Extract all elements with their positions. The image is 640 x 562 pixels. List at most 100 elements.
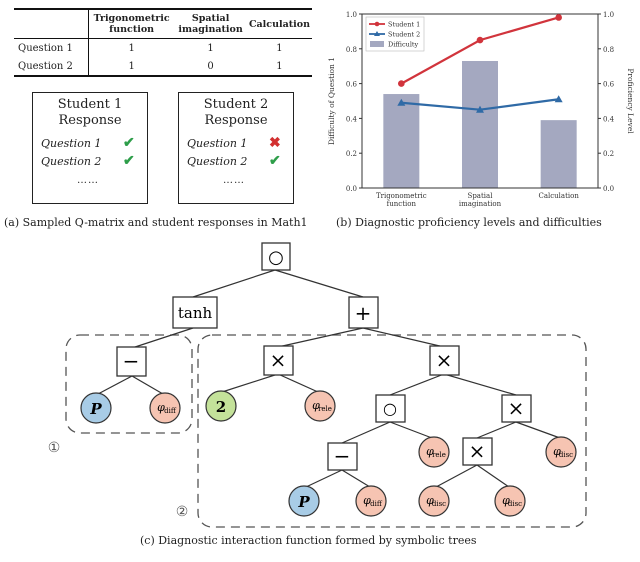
region-2-outline: [197, 334, 587, 528]
compose-operator: ○: [383, 399, 397, 418]
data-point: [554, 95, 563, 103]
minus-operator: −: [123, 349, 140, 373]
tree-node-times-3: ×: [501, 394, 532, 423]
tree-edge: [389, 373, 445, 396]
y-axis-label-left: Difficulty of Question 1: [327, 57, 336, 145]
q-matrix-cell: 1: [276, 42, 283, 54]
student-2-response-box: Student 2 Response Question 1 ✖ Question…: [178, 92, 294, 204]
tree-node-times-4: ×: [462, 437, 493, 466]
phi-symbol: φ: [502, 494, 510, 507]
tree-edge: [515, 421, 561, 439]
legend-marker: [374, 31, 380, 36]
tree-node-root: ○: [261, 242, 291, 271]
tree-node-tanh: tanh: [172, 296, 218, 329]
leaf-phi-diff-1: φ diff: [149, 392, 181, 424]
legend-marker: [374, 21, 380, 27]
more-ellipsis: ……: [77, 175, 99, 186]
leaf-phi-rele-1: φ rele: [304, 390, 336, 422]
tree-node-times-1: ×: [263, 345, 294, 376]
y-tick-label-right: 0.8: [603, 46, 614, 54]
tree-edge: [277, 373, 319, 393]
cross-icon: ✖: [269, 135, 281, 151]
q-matrix-header-row: Trigonometric function Spatial imaginati…: [14, 9, 312, 39]
student-1-title-line2: Response: [58, 113, 122, 128]
phi-subscript: disc: [508, 500, 522, 508]
data-point: [476, 105, 484, 113]
times-operator: ×: [270, 348, 287, 372]
legend-swatch: [370, 41, 384, 47]
legend-label: Student 2: [388, 31, 420, 39]
phi-symbol: φ: [426, 494, 434, 507]
difficulty-bar: [462, 60, 498, 189]
student-1-title: Student 1 Response: [33, 97, 147, 129]
student-2-title-line1: Student 2: [203, 97, 269, 112]
tree-edge: [443, 373, 517, 396]
data-point: [398, 80, 405, 87]
phi-subscript: diff: [164, 407, 177, 415]
student-2-question-1-label: Question 1: [187, 137, 248, 150]
y-tick-label-right: 0.2: [603, 150, 614, 158]
leaf-phi-diff-2: φ diff: [355, 485, 387, 517]
leaf-phi-rele-2: φ rele: [418, 436, 450, 468]
y-tick-label-left: 1.0: [346, 11, 357, 19]
region-2-marker: ②: [176, 504, 189, 520]
q-matrix-header-trig: Trigonometric function: [93, 13, 170, 35]
y-tick-label-right: 0.0: [603, 185, 614, 193]
times-operator: ×: [436, 348, 453, 372]
region-1-marker: ①: [48, 440, 61, 456]
region-1-outline: [65, 334, 193, 434]
tree-edge: [305, 469, 343, 488]
y-tick-label-left: 0.2: [346, 150, 357, 158]
x-tick-label: imagination: [459, 200, 502, 208]
tree-edge: [476, 464, 510, 488]
q-matrix-corner: [14, 9, 89, 39]
q-matrix-cell: 0: [207, 60, 214, 72]
q-matrix-cell: 1: [128, 60, 135, 72]
leaf-two: 2: [205, 390, 237, 422]
student-2-question-2-label: Question 2: [187, 155, 248, 168]
leaf-P-label: P: [89, 400, 102, 418]
data-point: [555, 14, 562, 21]
phi-subscript: disc: [432, 500, 446, 508]
phi-subscript: disc: [559, 451, 573, 459]
leaf-phi-disc-1: φ disc: [545, 436, 577, 468]
tree-edge: [97, 375, 133, 395]
leaf-P-1: P: [80, 392, 112, 424]
check-icon: ✔: [123, 153, 135, 169]
tree-edge: [435, 464, 478, 488]
phi-symbol: φ: [312, 399, 320, 412]
tree-node-times-2: ×: [429, 345, 460, 376]
legend-label: Difficulty: [388, 41, 419, 49]
times-operator: ×: [508, 396, 525, 420]
student-2-title-line2: Response: [204, 113, 268, 128]
tree-edge: [341, 421, 391, 444]
phi-subscript: rele: [318, 405, 332, 413]
leaf-P-label: P: [297, 493, 310, 511]
tree-edge: [362, 327, 445, 348]
leaf-P-2: P: [288, 485, 320, 517]
more-ellipsis: ……: [223, 175, 245, 186]
phi-symbol: φ: [157, 401, 165, 414]
difficulty-bar: [383, 94, 420, 188]
tree-edge: [277, 327, 364, 348]
phi-symbol: φ: [426, 445, 434, 458]
tree-node-minus-2: −: [327, 442, 358, 471]
tree-edges: [97, 269, 561, 488]
leaf-phi-disc-3: φ disc: [494, 485, 526, 517]
legend-label: Student 1: [388, 21, 420, 29]
plot-frame: [361, 13, 599, 189]
x-tick-label: function: [387, 200, 417, 208]
compose-operator: ○: [268, 247, 284, 268]
phi-subscript: rele: [432, 451, 446, 459]
tree-node-minus-1: −: [116, 346, 147, 377]
x-tick-label: Spatial: [468, 192, 494, 200]
tree-edge: [389, 421, 433, 439]
phi-symbol: φ: [363, 494, 371, 507]
y-axis-label-right: Proficiency Level: [626, 68, 635, 134]
data-point: [476, 36, 484, 44]
plus-operator: +: [355, 301, 372, 325]
y-tick-label-left: 0.6: [346, 81, 358, 89]
y-tick-label-right: 1.0: [603, 11, 614, 19]
tanh-operator: tanh: [178, 304, 213, 322]
y-tick-label-right: 0.4: [603, 115, 615, 123]
